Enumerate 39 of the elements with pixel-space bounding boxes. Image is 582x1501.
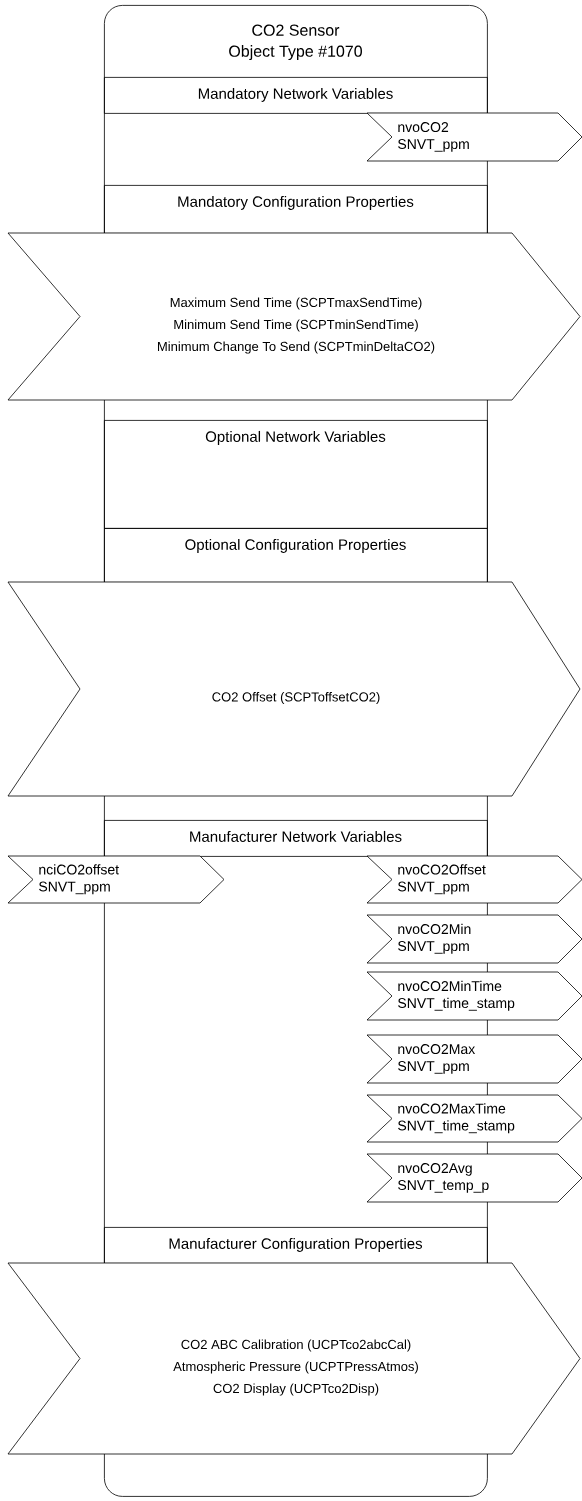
variable-tag: nvoCO2 SNVT_ppm	[366, 112, 582, 162]
node-label: nvoCO2Min	[398, 923, 471, 935]
section-band: Optional Configuration Properties	[104, 528, 488, 583]
node-label: nvoCO2MaxTime	[398, 1103, 506, 1114]
property-banner: CO2 ABC Calibration (UCPTco2abcCal) Atmospheric Pressure (UCPTPressAtmos) CO2 Display (UCPTco2Disp)	[7, 1262, 581, 1455]
node-label: nvoCO2MinTime	[398, 980, 502, 992]
variable-tag: nciCO2offset SNVT_ppm	[7, 855, 225, 904]
section-band: Optional Network Variables	[104, 420, 488, 529]
property-banner: Maximum Send Time (SCPTmaxSendTime) Minimum Send Time (SCPTminSendTime) Minimum Change To Send (SCPTminDeltaCO2)	[7, 232, 581, 401]
node-label: SNVT_ppm	[398, 1061, 469, 1074]
node-label: nvoCO2Avg	[398, 1163, 472, 1176]
section-band: Manufacturer Network Variables	[104, 820, 488, 857]
variable-tag: nvoCO2Offset SNVT_ppm	[366, 855, 582, 904]
node-label: CO2 Offset (SCPToffsetCO2)	[212, 691, 380, 705]
variable-tag: nvoCO2MinTime SNVT_time_stamp	[366, 971, 582, 1021]
node-label: nvoCO2	[398, 122, 449, 133]
node-label: nvoCO2Offset	[398, 864, 486, 875]
node-label: SNVT_time_stamp	[398, 1120, 515, 1134]
property-banner: CO2 Offset (SCPToffsetCO2)	[7, 581, 581, 797]
section-band: Mandatory Configuration Properties	[104, 185, 488, 234]
variable-tag: nvoCO2Max SNVT_ppm	[366, 1034, 582, 1084]
node-label: SNVT_temp_p	[398, 1180, 489, 1193]
node-label: CO2 Display (UCPTco2Disp)	[213, 1383, 379, 1396]
node-label: Minimum Send Time (SCPTminSendTime)	[174, 319, 418, 332]
node-label: SNVT_time_stamp	[398, 997, 515, 1011]
node-label: SNVT_ppm	[398, 139, 469, 152]
object-title: CO2 Sensor Object Type #1070	[229, 24, 362, 61]
section-band: Manufacturer Configuration Properties	[104, 1227, 488, 1264]
node-label: CO2 ABC Calibration (UCPTco2abcCal)	[181, 1339, 411, 1352]
variable-tag: nvoCO2Avg SNVT_temp_p	[366, 1153, 582, 1203]
node-label: SNVT_ppm	[398, 941, 469, 954]
section-band: Mandatory Network Variables	[104, 77, 488, 114]
node-label: SNVT_ppm	[398, 881, 469, 895]
node-label: Atmospheric Pressure (UCPTPressAtmos)	[173, 1361, 418, 1374]
node-label: nvoCO2Max	[398, 1044, 476, 1055]
variable-tag: nvoCO2MaxTime SNVT_time_stamp	[366, 1094, 582, 1143]
variable-tag: nvoCO2Min SNVT_ppm	[366, 914, 582, 964]
node-label: Maximum Send Time (SCPTmaxSendTime)	[170, 297, 422, 310]
node-label: Minimum Change To Send (SCPTminDeltaCO2)	[157, 341, 435, 354]
